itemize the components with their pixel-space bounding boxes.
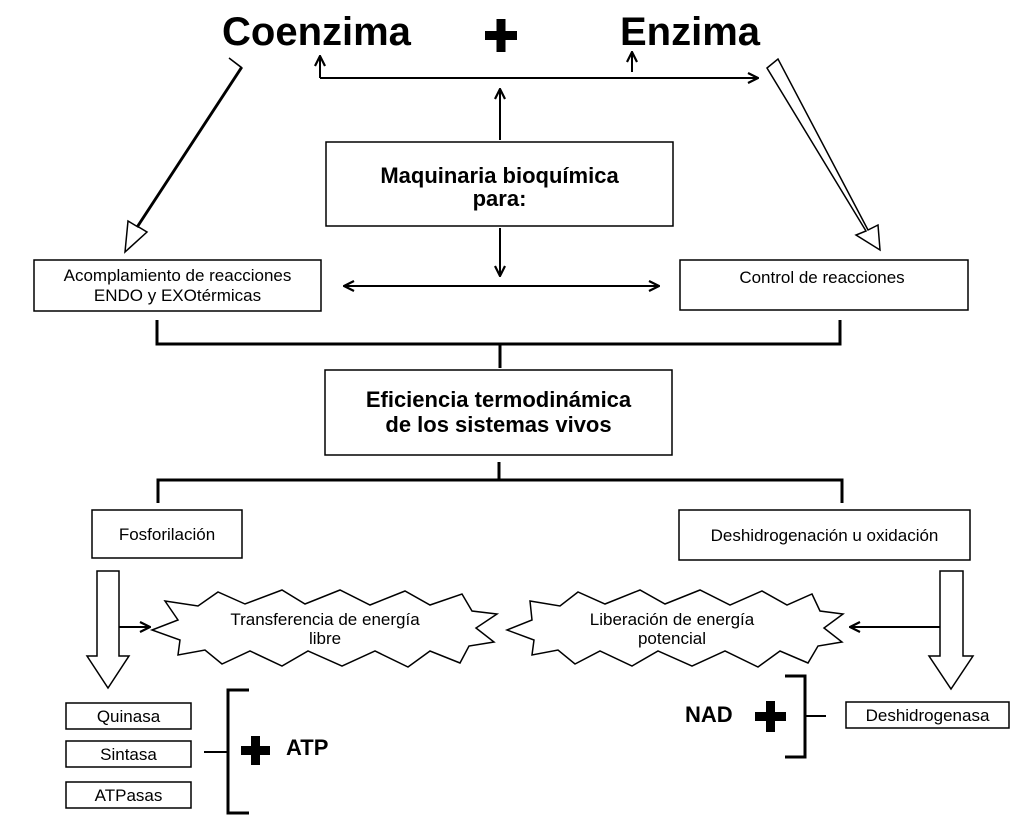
efficiency-box <box>324 369 673 456</box>
split-bracket <box>156 462 844 503</box>
efficiency-line2: de los sistemas vivos <box>385 412 611 437</box>
control-label: Control de reacciones <box>739 268 904 287</box>
dehydrogenase-box <box>845 701 1010 729</box>
coupling-box <box>33 259 322 312</box>
hollow-arrow-left-down <box>124 57 244 254</box>
plus-icon-atp <box>241 736 270 765</box>
transfer-line1: Transferencia de energía <box>230 610 420 629</box>
hollow-arrow-right-down <box>766 57 881 252</box>
top-connector-arrows <box>320 52 758 140</box>
plus-icon-header <box>485 19 517 52</box>
coupling-line2: ENDO y EXOtérmicas <box>94 286 261 305</box>
hollow-arrow-left-vertical <box>85 570 131 690</box>
enzyme-label-2: ATPasas <box>95 786 163 805</box>
plus-icon-nad <box>755 701 786 732</box>
efficiency-line1: Eficiencia termodinámica <box>366 387 632 412</box>
coenzyme-title: Coenzima <box>222 10 412 54</box>
control-box <box>679 259 969 311</box>
machinery-line1: Maquinaria bioquímica <box>380 163 619 188</box>
atp-label: ATP <box>286 735 328 760</box>
phosphorylation-label: Fosforilación <box>119 525 215 544</box>
enzyme-box-2 <box>65 781 192 809</box>
enzyme-label-0: Quinasa <box>97 707 161 726</box>
phosphorylation-box <box>91 509 243 559</box>
coupling-line1: Acomplamiento de reacciones <box>64 266 292 285</box>
transfer-burst <box>149 589 500 668</box>
enzyme-box-1 <box>65 740 192 768</box>
dehydrogenase-label: Deshidrogenasa <box>866 706 990 725</box>
hollow-arrow-right-vertical <box>927 570 975 691</box>
machinery-box <box>325 141 674 227</box>
merge-bracket <box>155 320 842 368</box>
enzyme-label-1: Sintasa <box>100 745 157 764</box>
release-line1: Liberación de energía <box>590 610 755 629</box>
release-line2: potencial <box>638 629 706 648</box>
enzyme-box-0 <box>65 702 192 730</box>
nad-bracket <box>785 674 826 759</box>
transfer-line2: libre <box>309 629 341 648</box>
enzyme-title: Enzima <box>620 10 761 54</box>
atp-bracket <box>204 688 249 815</box>
nad-label: NAD <box>685 702 733 727</box>
dehydrogenation-label: Deshidrogenación u oxidación <box>711 526 939 545</box>
release-burst <box>504 589 845 668</box>
machinery-line2: para: <box>473 186 527 211</box>
dehydrogenation-box <box>678 509 971 561</box>
